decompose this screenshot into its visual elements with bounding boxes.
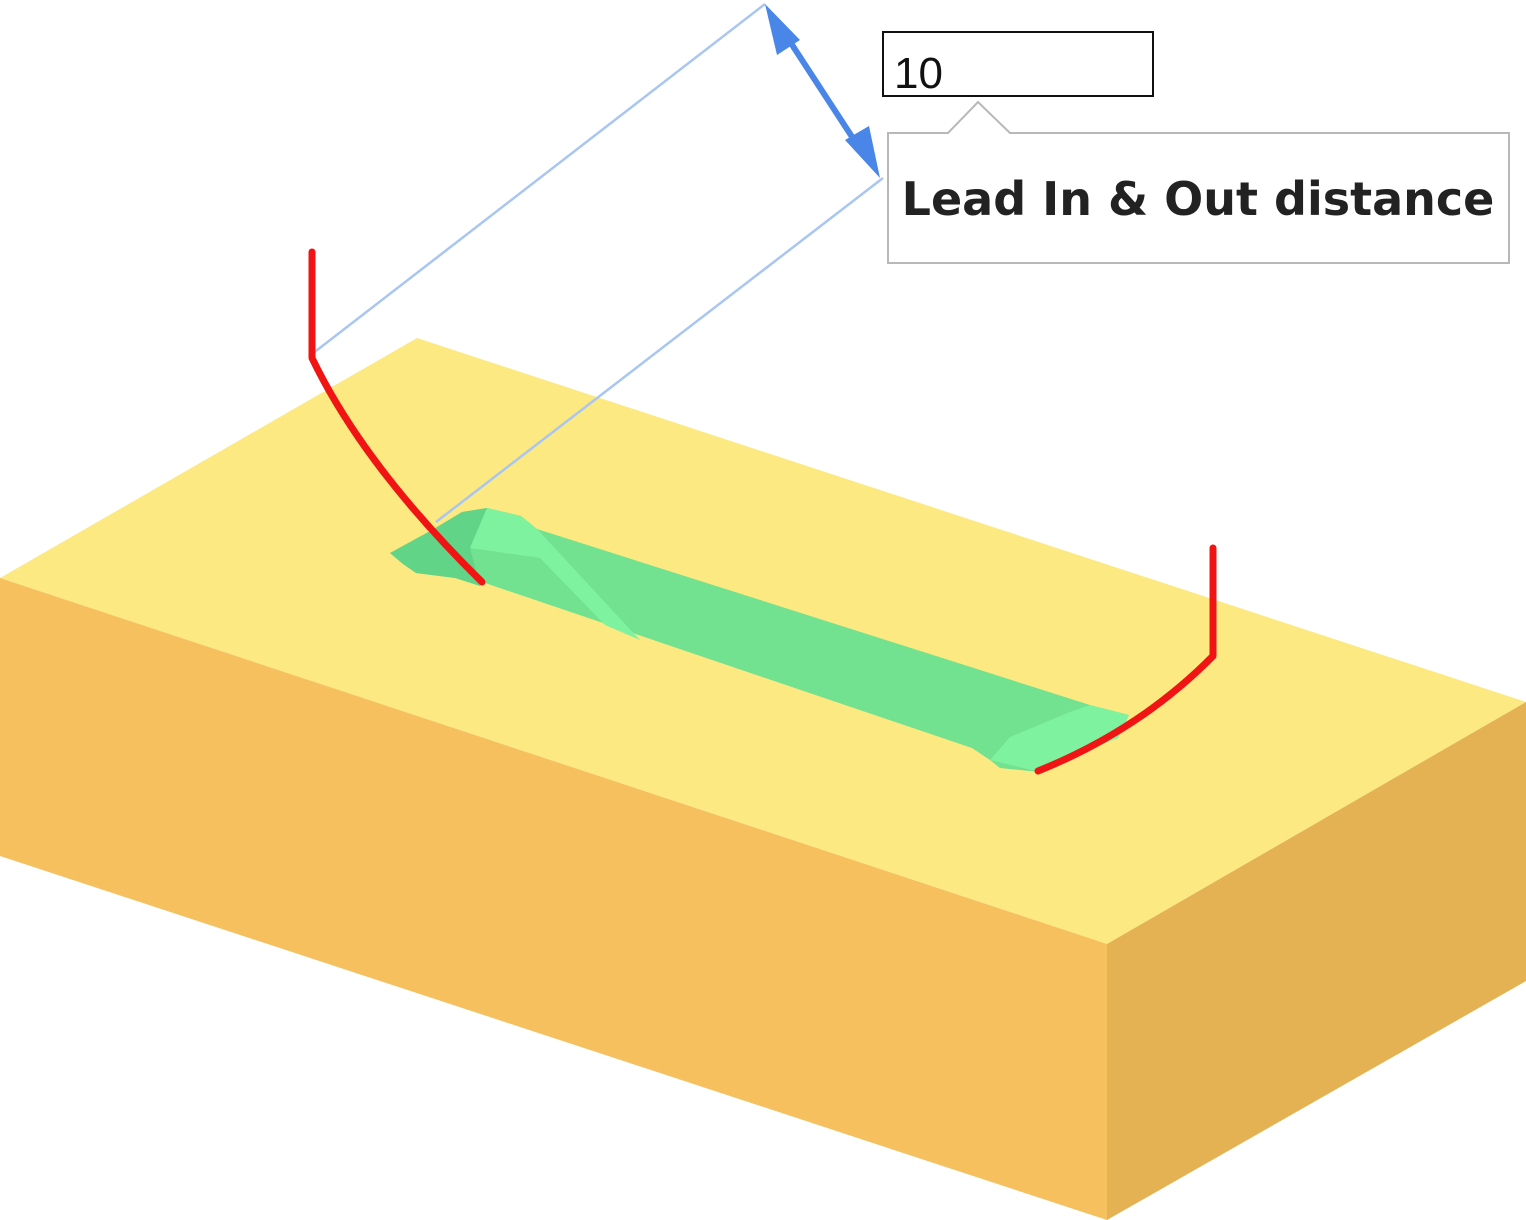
slot-left-wall-highlight	[470, 508, 640, 640]
dimension-guides	[311, 3, 884, 523]
lead-out-path[interactable]	[1034, 544, 1217, 775]
stock-block[interactable]	[0, 338, 1526, 1220]
lead-distance-input[interactable]	[882, 31, 1154, 97]
double-arrow-icon[interactable]	[765, 4, 880, 178]
toolpath[interactable]	[308, 248, 1217, 775]
slot-right-end	[990, 705, 1129, 772]
tooltip-box	[887, 100, 1510, 264]
block-side-face[interactable]	[1107, 702, 1526, 1220]
tooltip-callout	[887, 100, 1510, 264]
guide-line-upper	[311, 3, 766, 355]
tooltip-label: Lead In & Out distance	[901, 172, 1495, 226]
guide-line-lower	[435, 177, 884, 523]
lead-in-path[interactable]	[308, 248, 486, 586]
block-front-face[interactable]	[0, 578, 1107, 1220]
